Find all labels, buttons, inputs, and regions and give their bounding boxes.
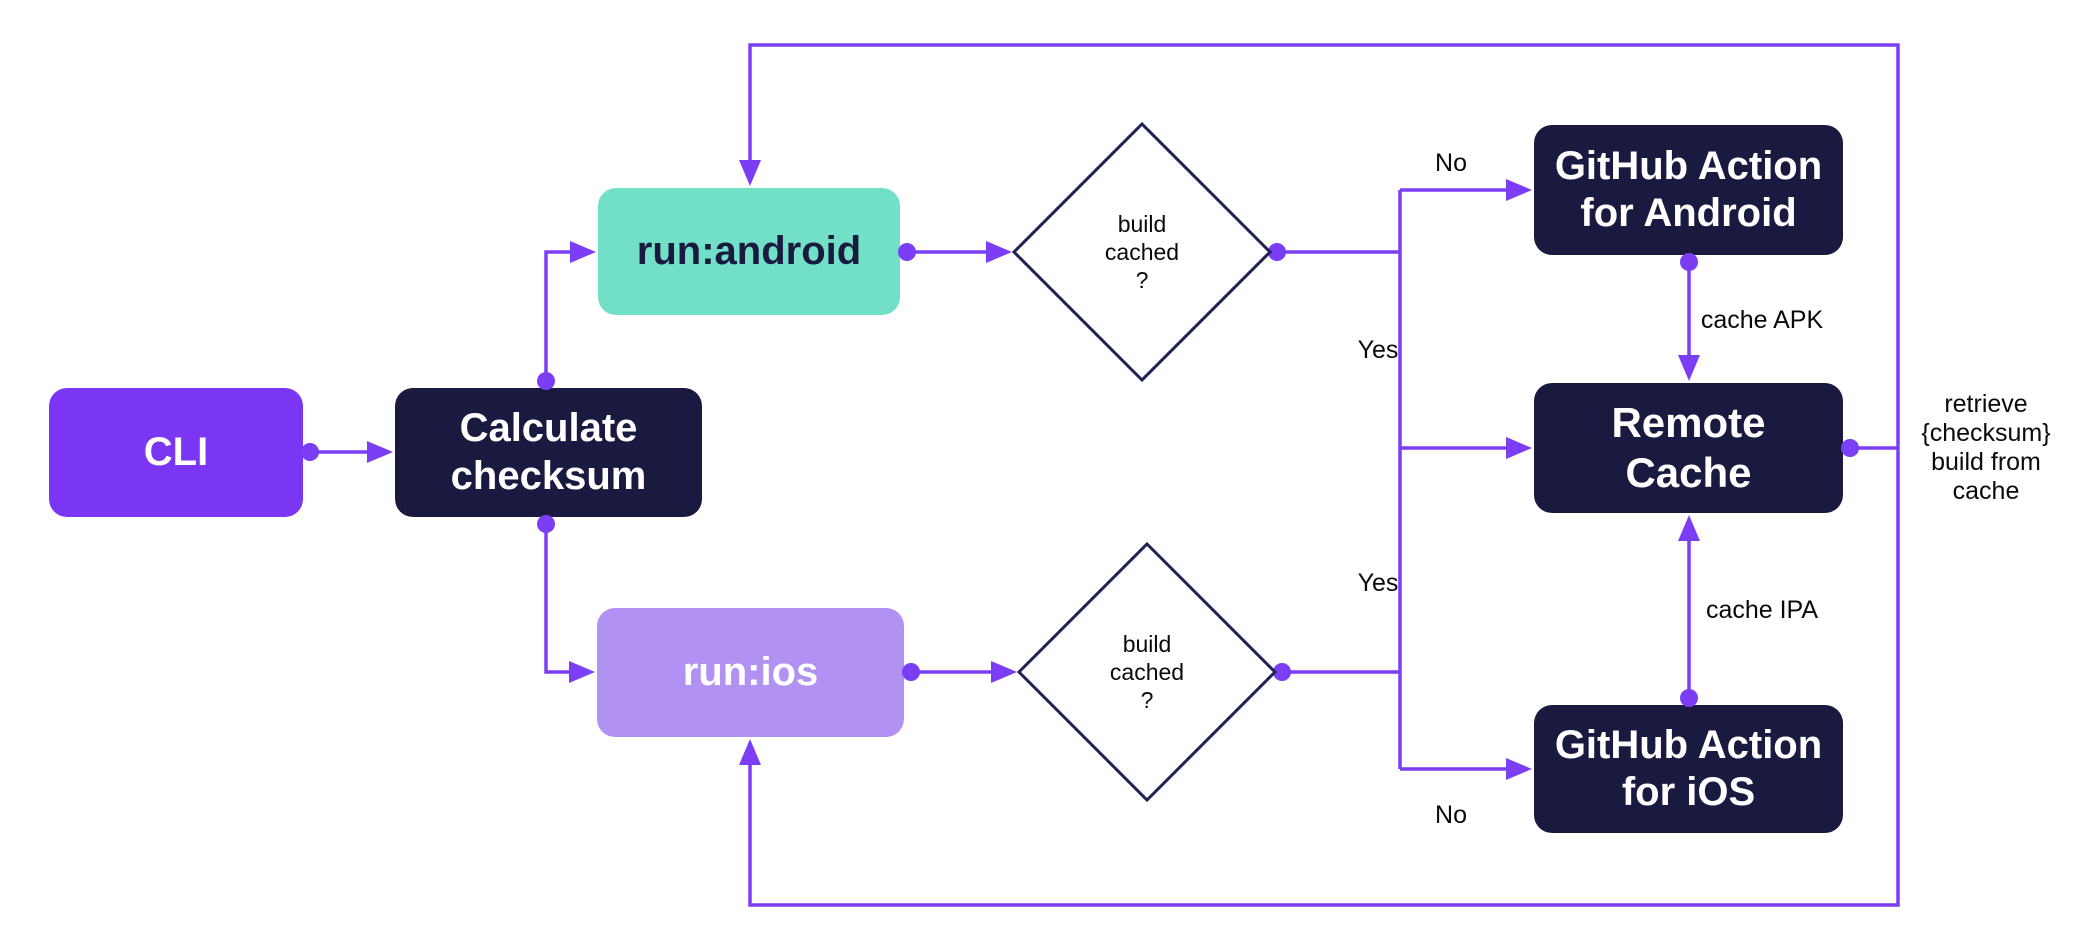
node-cli: CLI [49, 388, 303, 517]
arrowhead-into-remote-cache-bottom [1678, 515, 1700, 541]
dot-cli-out [301, 443, 319, 461]
dot-github-android-out [1680, 253, 1698, 271]
decision-ios-label: build cached ? [1109, 631, 1185, 713]
node-run-ios: run:ios [597, 608, 904, 737]
node-github-action-android: GitHub Action for Android [1534, 125, 1843, 255]
node-github-action-ios: GitHub Action for iOS [1534, 705, 1843, 833]
edge-label-no-ios: No [1435, 801, 1467, 829]
decision-android-label: build cached ? [1104, 211, 1180, 293]
arrowhead-into-checksum [367, 441, 393, 463]
arrowhead-into-remote-cache-left [1506, 437, 1532, 459]
dot-run-android-out [898, 243, 916, 261]
node-run-android: run:android [598, 188, 900, 315]
edge-checksum-to-run-android [544, 250, 572, 388]
dot-decision-android-out [1268, 243, 1286, 261]
edge-label-yes-android: Yes [1357, 336, 1399, 364]
arrowhead-into-decision-ios [991, 661, 1017, 683]
edge-checksum-to-run-ios [544, 517, 571, 674]
dot-checksum-bottom [537, 515, 555, 533]
node-calculate-checksum: Calculate checksum [395, 388, 702, 517]
node-remote-cache: Remote Cache [1534, 383, 1843, 513]
arrowhead-into-run-android-top [739, 160, 761, 186]
arrowhead-into-remote-cache-top [1678, 355, 1700, 381]
dot-decision-ios-out [1273, 663, 1291, 681]
arrowhead-into-github-android [1506, 179, 1532, 201]
dot-run-ios-out [902, 663, 920, 681]
dot-remote-cache-out [1841, 439, 1859, 457]
arrowhead-into-decision-android [986, 241, 1012, 263]
edge-label-cache-ipa: cache IPA [1705, 596, 1819, 624]
edge-label-no-android: No [1435, 149, 1467, 177]
arrowhead-into-run-ios-left [569, 661, 595, 683]
arrowhead-into-run-android-left [570, 241, 596, 263]
edge-label-retrieve-from-cache: retrieve {checksum} build from cache [1921, 390, 2051, 505]
arrowhead-into-github-ios [1506, 758, 1532, 780]
edge-label-yes-ios: Yes [1357, 569, 1399, 597]
arrowhead-into-run-ios-bottom [739, 739, 761, 765]
edge-label-cache-apk: cache APK [1700, 306, 1824, 334]
